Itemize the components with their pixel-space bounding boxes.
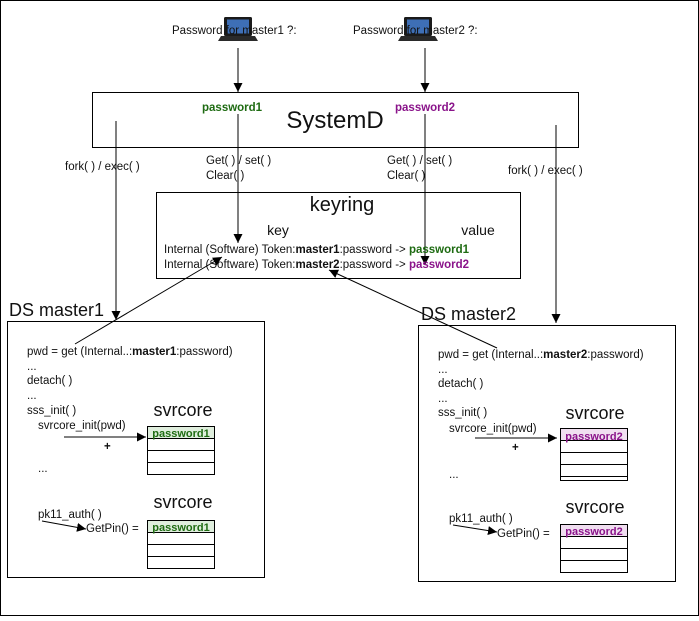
ds1-sss-init: sss_init( ) — [27, 405, 76, 417]
ds1-svrcore-cell-top: password1 — [152, 428, 209, 440]
ds2-svrcore-title-bottom: svrcore — [565, 497, 624, 517]
ds2-ellipsis-2: ... — [438, 393, 448, 405]
keyring-row1: Internal (Software) Token:master1:passwo… — [164, 244, 470, 256]
ds2-sss-init: sss_init( ) — [438, 407, 487, 419]
arrow-ds2-pk11-to-getpin — [452, 524, 498, 536]
ds-master1-title: DS master1 — [9, 300, 104, 320]
ds2-detach: detach( ) — [438, 378, 484, 390]
ds-master1-box — [7, 321, 265, 578]
fork-exec-left-label: fork( ) / exec( ) — [65, 161, 140, 173]
ds1-ellipsis-2: ... — [27, 390, 37, 402]
systemd-password2: password2 — [395, 102, 455, 114]
ds1-svrcore-cell-bottom: password1 — [152, 522, 209, 534]
keyring-col-key: key — [267, 222, 289, 238]
ds2-ellipsis-1: ... — [438, 364, 448, 376]
ds2-svrcore-cell-top: password2 — [565, 431, 622, 443]
ds1-svrcore-table-top — [147, 426, 215, 475]
ds1-svrcore-table-bottom — [147, 520, 215, 569]
ds2-svrcore-table-top — [560, 428, 628, 481]
ds1-pk11-auth: pk11_auth( ) — [38, 509, 102, 521]
keyring-box — [156, 192, 521, 279]
ds2-svrcore-init: svrcore_init(pwd) — [449, 423, 537, 435]
ds1-ellipsis-3: ... — [38, 463, 48, 475]
systemd-box — [92, 92, 579, 148]
ds2-svrcore-cell-bottom: password2 — [565, 526, 622, 538]
ds2-plus: + — [512, 442, 519, 454]
arrow-ds1-pk11-to-getpin — [41, 520, 87, 532]
systemd-password1: password1 — [202, 102, 263, 114]
ds1-detach: detach( ) — [27, 375, 73, 387]
ds1-ellipsis-1: ... — [27, 361, 37, 373]
keyring-title: keyring — [310, 194, 374, 216]
fork-exec-right-label: fork( ) / exec( ) — [508, 165, 583, 177]
ds2-pk11-auth: pk11_auth( ) — [449, 513, 513, 525]
ds-master2-box — [418, 325, 676, 582]
systemd-title: SystemD — [286, 107, 383, 134]
prompt-master2: Password for master2 ?: — [353, 25, 478, 37]
laptop-icon — [398, 17, 438, 41]
getset-left-line2: Clear( ) — [206, 170, 245, 182]
keyring-row2: Internal (Software) Token:master2:passwo… — [164, 259, 469, 271]
ds2-getpin: GetPin() = — [497, 528, 550, 540]
ds2-svrcore-table-bottom — [560, 524, 628, 573]
ds2-pwd-line: pwd = get (Internal..:master2:password) — [438, 349, 644, 361]
arrow-ds1-get-from-keyring — [74, 256, 223, 345]
ds1-plus: + — [104, 441, 111, 453]
keyring-col-value: value — [461, 222, 495, 238]
getset-right-line2: Clear( ) — [387, 170, 426, 182]
getset-right-line1: Get( ) / set( ) — [387, 155, 452, 167]
getset-left-line1: Get( ) / set( ) — [206, 155, 271, 167]
ds1-svrcore-title-bottom: svrcore — [153, 492, 212, 512]
ds2-ellipsis-3: ... — [449, 469, 459, 481]
arrow-ds2-get-from-keyring — [328, 269, 498, 349]
laptop-icon — [218, 17, 258, 41]
ds1-pwd-line: pwd = get (Internal..:master1:password) — [27, 346, 233, 358]
ds1-getpin: GetPin() = — [86, 523, 139, 535]
prompt-master1: Password for master1 ?: — [172, 25, 297, 37]
ds-master2-title: DS master2 — [421, 304, 516, 324]
ds1-svrcore-title-top: svrcore — [153, 400, 212, 420]
ds2-svrcore-title-top: svrcore — [565, 403, 624, 423]
ds1-svrcore-init: svrcore_init(pwd) — [38, 420, 126, 432]
